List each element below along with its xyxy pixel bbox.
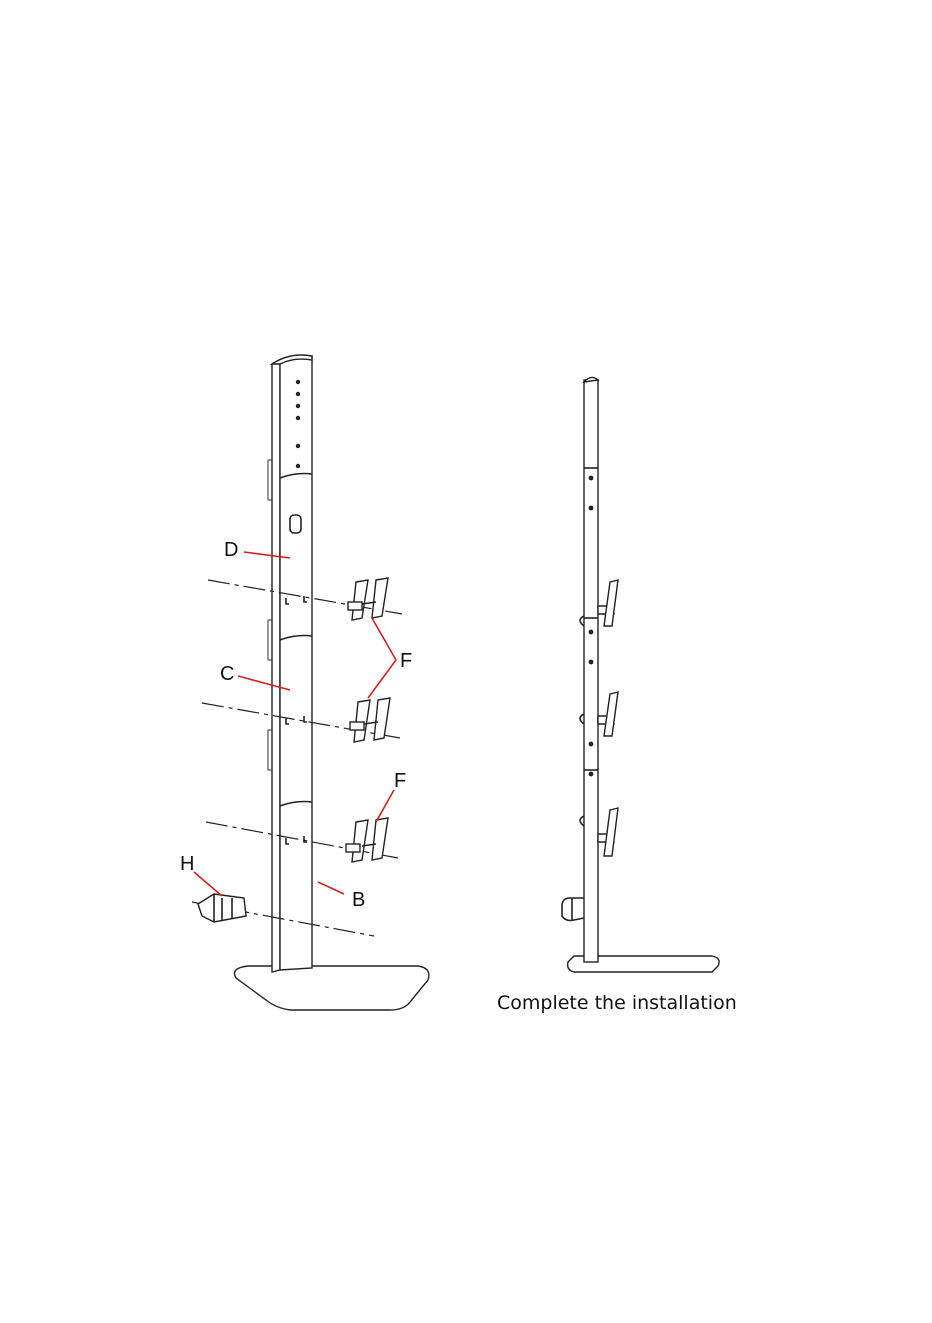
callout-h: H	[180, 853, 194, 875]
assembled-hook-1	[598, 580, 618, 626]
base-plate	[235, 966, 429, 1010]
bracket-f-middle	[350, 698, 390, 742]
assembled-view: Complete the installation	[497, 377, 737, 1014]
bracket-f-lower	[346, 818, 388, 862]
bracket-f-top	[348, 578, 388, 620]
assembled-hook-2	[598, 692, 618, 736]
exploded-view: D C B F F H	[180, 355, 429, 1010]
assembled-accessory-holder	[562, 898, 584, 921]
callout-f-lower: F	[394, 770, 406, 792]
caption-complete-installation: Complete the installation	[497, 992, 737, 1014]
callout-b: B	[352, 889, 365, 911]
accessory-holder-h	[198, 894, 246, 922]
column-assembly	[268, 355, 312, 972]
callout-f-top: F	[400, 650, 412, 672]
callout-d: D	[224, 539, 238, 561]
callout-c: C	[220, 663, 234, 685]
assembled-hook-3	[598, 808, 618, 856]
